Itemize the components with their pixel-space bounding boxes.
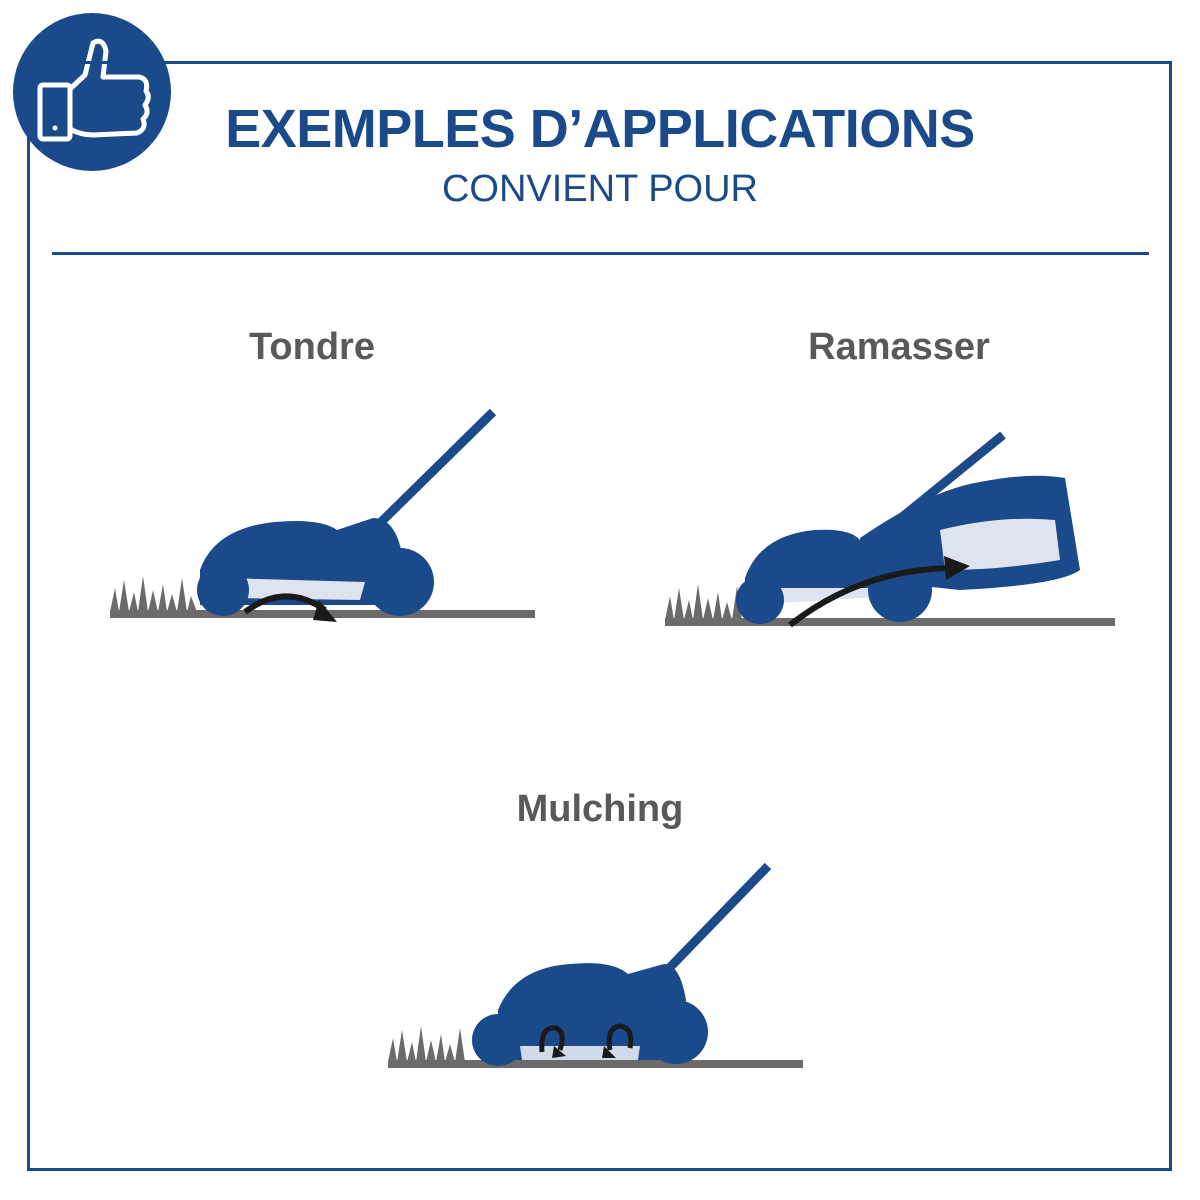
front-wheel xyxy=(366,548,434,616)
label-tondre: Tondre xyxy=(249,326,375,368)
content-frame xyxy=(27,61,1172,1171)
lawnmower-mulching-icon xyxy=(388,862,803,1068)
lawnmower-collecting-icon xyxy=(665,431,1115,628)
page-subtitle: CONVIENT POUR xyxy=(441,168,758,210)
airflow-arrow xyxy=(788,565,951,628)
mulching-arrows xyxy=(539,1023,634,1053)
page-title: EXEMPLES D’APPLICATIONS xyxy=(225,99,975,159)
rear-wheel xyxy=(736,576,784,624)
lawnmower-mowing-icon xyxy=(110,408,535,622)
rear-wheel xyxy=(472,1014,524,1066)
label-ramasser: Ramasser xyxy=(808,326,990,368)
grass xyxy=(388,1026,803,1068)
airflow-arrow xyxy=(243,593,327,615)
grass xyxy=(665,584,1115,626)
thumbs-up-icon xyxy=(37,38,151,142)
label-mulching: Mulching xyxy=(516,788,684,830)
front-wheel xyxy=(868,558,932,622)
rear-wheel xyxy=(197,564,249,616)
divider xyxy=(52,252,1149,255)
front-wheel xyxy=(644,1000,708,1064)
thumbs-up-badge xyxy=(13,13,171,171)
